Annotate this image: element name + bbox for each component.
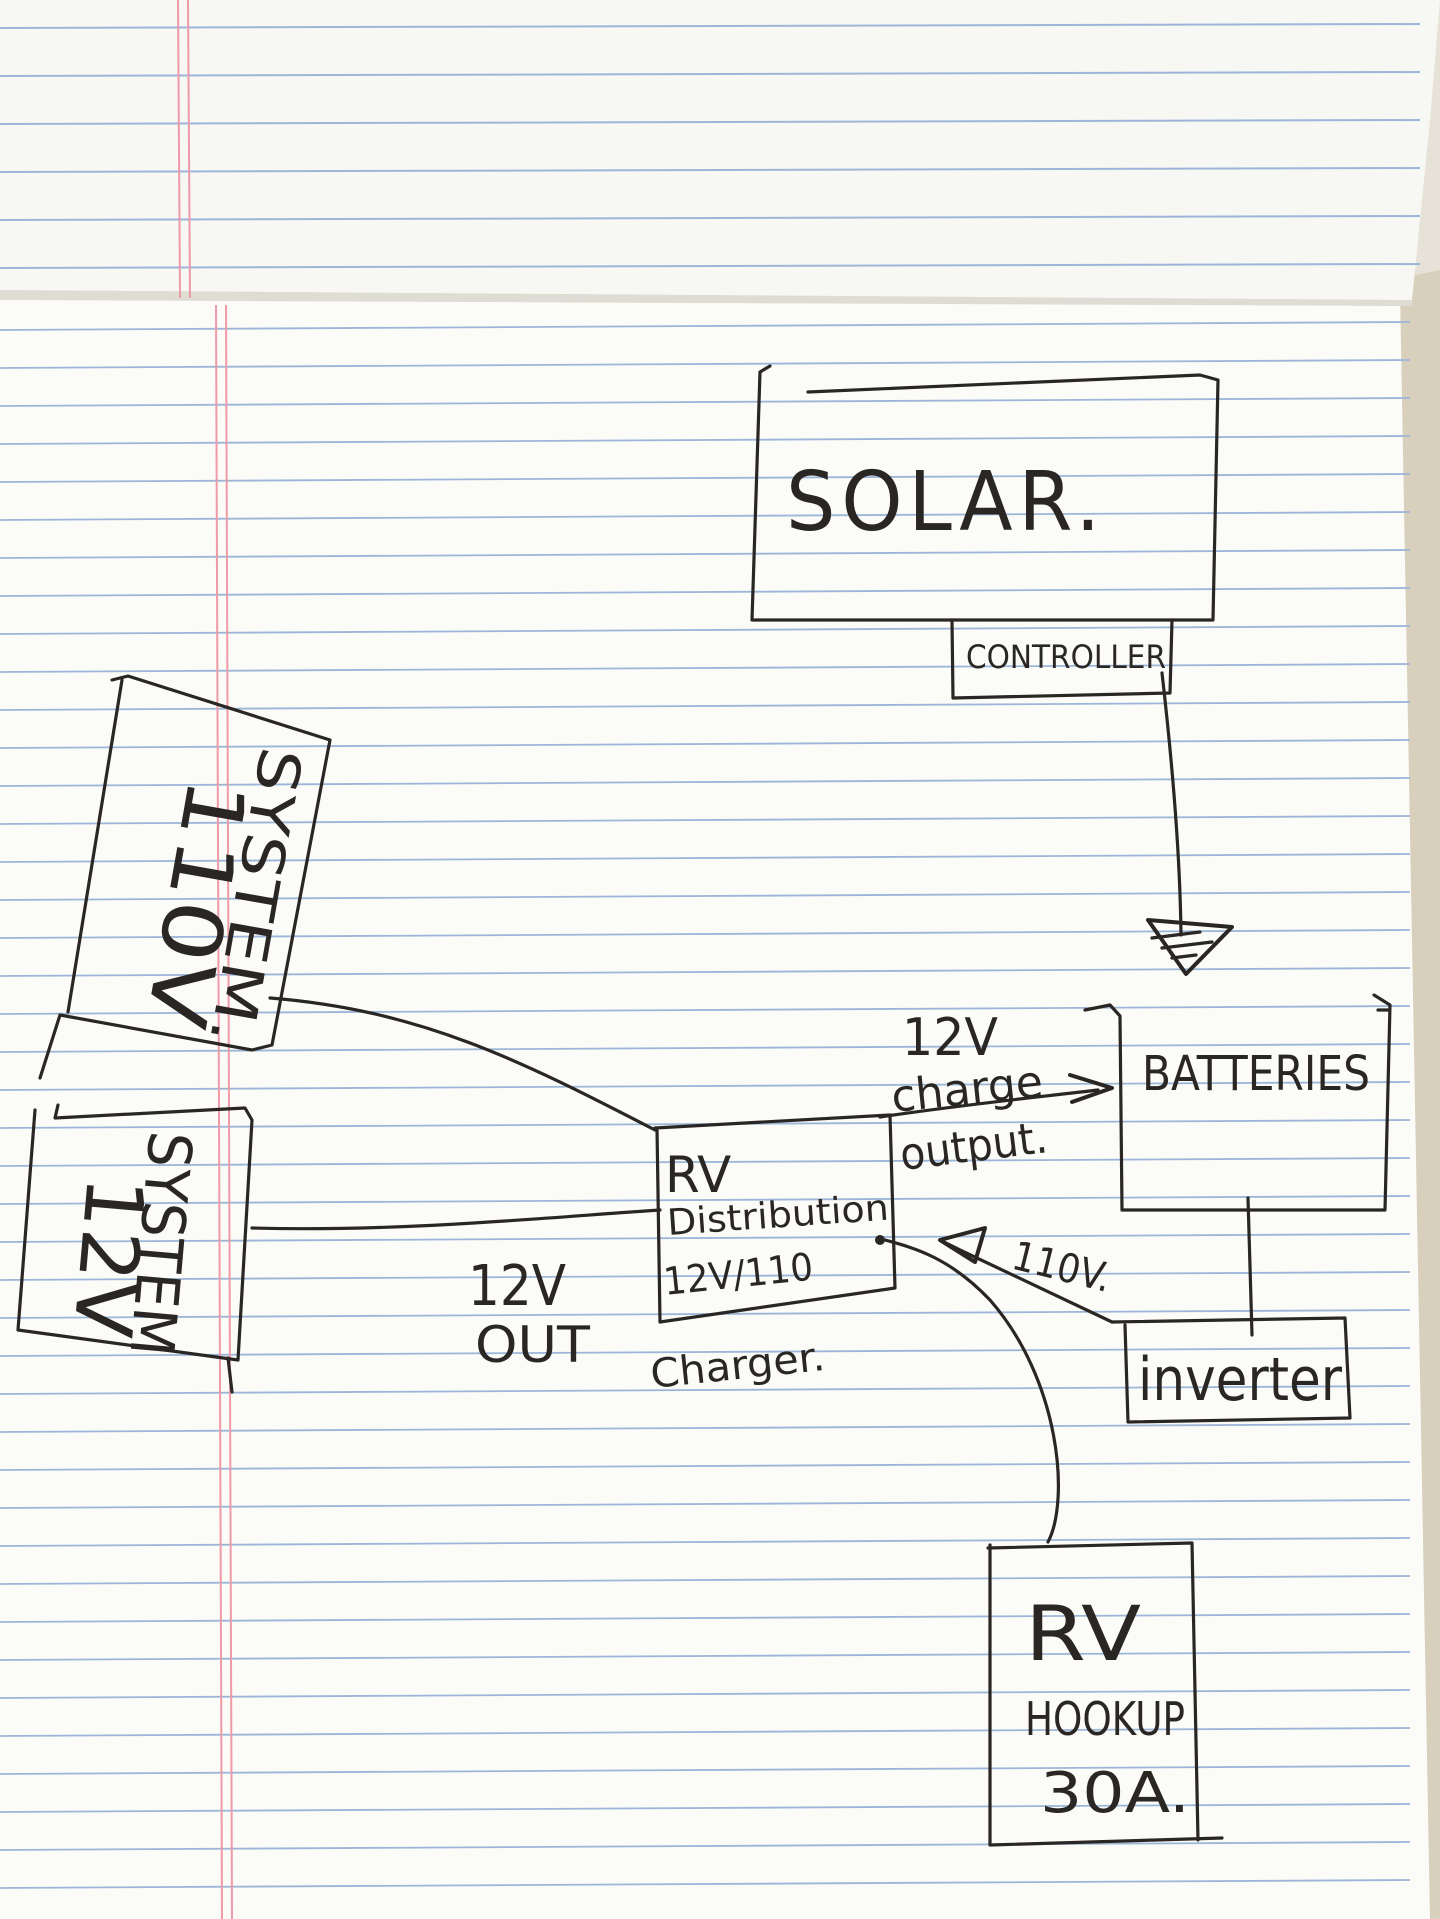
rule-line: [0, 1157, 1411, 1167]
rule-line: [0, 359, 1411, 369]
controller-to-batteries-edge: [1146, 671, 1234, 976]
charge-top-label: 12V: [902, 1008, 998, 1068]
ruled-lines: [0, 23, 1421, 1889]
rule-line: [0, 891, 1411, 901]
rule-line: [0, 321, 1411, 331]
rule-line: [0, 1689, 1411, 1699]
rv-hookup-line2: HOOKUP: [1025, 1692, 1185, 1746]
rule-line: [0, 1347, 1411, 1357]
system-110v-to-distribution-edge: [268, 996, 657, 1132]
rule-line: [0, 967, 1411, 977]
batteries-label: BATTERIES: [1142, 1046, 1370, 1102]
rule-line: [0, 511, 1411, 521]
rule-line: [0, 1461, 1411, 1471]
batteries-node: BATTERIES: [1083, 993, 1392, 1212]
rule-line: [0, 1499, 1411, 1509]
rule-line: [0, 263, 1421, 269]
rv-distribution-line1: RV: [665, 1146, 731, 1204]
rule-line: [0, 739, 1411, 749]
rule-line: [0, 1423, 1411, 1433]
out-top-label: 12V: [468, 1254, 566, 1319]
rule-line: [0, 1043, 1411, 1053]
system-12v-line1: 12V: [55, 1173, 162, 1341]
rv-hookup-line1: RV: [1025, 1589, 1141, 1678]
rule-line: [0, 1803, 1411, 1813]
controller-label: CONTROLLER: [966, 638, 1166, 676]
solar-node: SOLAR.: [750, 364, 1220, 622]
hookup-to-distribution-edge: [883, 1238, 1060, 1544]
solar-label: SOLAR.: [786, 455, 1106, 550]
rule-line: [0, 473, 1411, 483]
rule-line: [0, 1233, 1411, 1243]
rule-line: [0, 1613, 1411, 1623]
rule-line: [0, 435, 1411, 445]
inverter-node: inverter: [1110, 1196, 1352, 1424]
rule-line: [0, 1841, 1411, 1851]
rv-hookup-node: RV HOOKUP 30A.: [986, 1541, 1224, 1847]
rule-line: [0, 587, 1411, 597]
controller-node: CONTROLLER: [950, 618, 1174, 700]
rule-line: [0, 167, 1421, 173]
system-12v-to-distribution-edge: 12V OUT: [250, 1208, 662, 1374]
rule-line: [0, 1651, 1411, 1661]
rv-hookup-line3: 30A.: [1040, 1761, 1190, 1826]
rule-line: [0, 215, 1421, 221]
rule-line: [0, 71, 1421, 77]
rule-line: [0, 929, 1411, 939]
rule-line: [0, 777, 1411, 787]
inverter-label: inverter: [1138, 1345, 1342, 1415]
rule-line: [0, 119, 1421, 125]
margin-lines: [177, 0, 233, 1919]
rule-line: [0, 1005, 1411, 1015]
out-bot-label: OUT: [475, 1316, 590, 1374]
rule-line: [0, 1081, 1411, 1091]
rule-line: [0, 1727, 1411, 1737]
rule-line: [0, 1575, 1411, 1585]
rule-line: [0, 853, 1411, 863]
rule-line: [0, 23, 1421, 29]
rule-line: [0, 1385, 1411, 1395]
rule-line: [0, 1879, 1411, 1889]
rule-line: [0, 663, 1411, 673]
rule-line: [0, 1195, 1411, 1205]
rule-line: [0, 1271, 1411, 1281]
rule-line: [0, 549, 1411, 559]
rule-line: [0, 1765, 1411, 1775]
rule-line: [0, 625, 1411, 635]
rule-line: [0, 397, 1411, 407]
rule-line: [0, 1537, 1411, 1547]
